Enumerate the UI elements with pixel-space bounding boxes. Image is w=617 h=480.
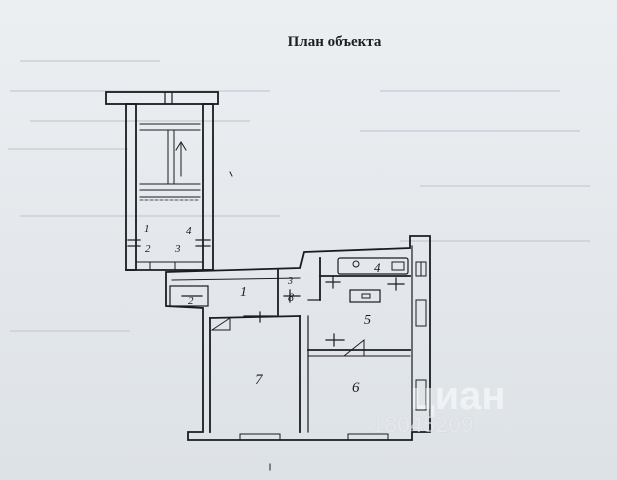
sink	[349, 289, 381, 303]
room-label-2: 2	[188, 295, 194, 307]
room-label-4: 4	[374, 260, 381, 275]
bleed-through-line	[400, 240, 590, 242]
bleed-through-line	[10, 90, 270, 92]
room-label-3: 3	[287, 276, 293, 287]
bleed-through-line	[380, 90, 560, 92]
bleed-through-line	[420, 185, 590, 187]
stair-label-1: 1	[144, 223, 150, 235]
stair-label-2: 2	[145, 243, 151, 255]
room-label-1: 1	[240, 285, 247, 300]
watermark-code: 18045209	[372, 412, 474, 437]
room-label-7: 7	[255, 372, 264, 388]
watermark-brand: циан	[410, 374, 506, 418]
bathtub	[337, 257, 409, 275]
stair-left-wall	[125, 103, 137, 271]
bleed-through-line	[8, 148, 128, 150]
apartment-outline	[165, 235, 431, 441]
room-label-6: 6	[352, 380, 360, 396]
stair-label-3: 3	[174, 243, 181, 255]
room-label-5: 5	[364, 313, 371, 328]
room-label-8: 8	[288, 290, 294, 304]
bleed-through-line	[30, 120, 250, 122]
bleed-through-line	[20, 60, 160, 62]
bleed-through-line	[10, 330, 130, 332]
stair-label-4: 4	[186, 225, 192, 237]
bleed-through-line	[360, 130, 580, 132]
page-title: План объекта	[287, 34, 382, 50]
stair-top-wall	[105, 91, 219, 105]
stair-right-wall	[202, 103, 214, 271]
bleed-through-line	[20, 215, 280, 217]
